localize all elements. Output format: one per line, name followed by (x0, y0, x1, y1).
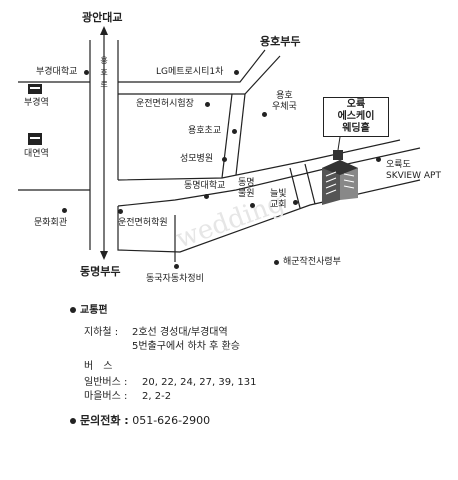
marker-dot (293, 200, 298, 205)
label-yongho-elementary: 용호초교 (188, 126, 222, 136)
label-lg-metro: LG메트로시티1차 (156, 67, 224, 77)
label-yongho-road-3: 로 (100, 80, 108, 89)
marker-dot (274, 260, 279, 265)
label-gwangan-bridge: 광안대교 (82, 11, 123, 24)
village-bus-label: 마을버스 : (84, 391, 128, 402)
wedding-hall-name: 오륙 에스케이 웨딩홀 (323, 97, 389, 137)
general-bus-label: 일반버스 : (84, 377, 128, 388)
label-dongguk-car: 동국자동차정비 (146, 274, 204, 284)
general-bus-numbers: 20, 22, 24, 27, 39, 131 (142, 377, 257, 388)
label-yongho-wharf: 용호부두 (260, 35, 301, 48)
village-bus-numbers: 2, 2-2 (142, 391, 172, 402)
label-neunbit-church: 늘빛 교회 (270, 189, 287, 211)
road (235, 93, 246, 176)
arrow-down-icon (100, 251, 108, 260)
bus-label: 버 스 (84, 361, 113, 372)
label-seongmo-hospital: 성모병원 (180, 154, 214, 164)
traffic-heading: 교통편 (70, 304, 108, 317)
bullet-icon (70, 418, 76, 424)
road (289, 167, 301, 209)
hall-name-line: 오륙 (346, 99, 366, 110)
label-driving-school-2: 운전면허학원 (118, 218, 168, 228)
label-line: 동명 (238, 178, 255, 188)
marker-dot (232, 129, 237, 134)
road (221, 93, 233, 179)
marker-dot (205, 102, 210, 107)
wedding-hall-building-icon (322, 123, 358, 205)
road (304, 163, 316, 205)
phone-row: 문의전화 : 051-626-2900 (70, 414, 210, 427)
hall-name-line: 웨딩홀 (342, 123, 370, 134)
marker-dot (118, 209, 123, 214)
label-navy-command: 해군작전사령부 (283, 257, 341, 267)
label-dongmyeong-wharf: 동명부두 (80, 265, 121, 278)
label-yongho-road-2: 호 (100, 68, 108, 77)
label-pukyong-univ: 부경대학교 (36, 67, 78, 77)
traffic-title: 교통편 (80, 305, 108, 316)
road (118, 49, 266, 83)
arrow-up-icon (100, 26, 108, 35)
hall-name-line: 에스케이 (337, 111, 375, 122)
marker-dot (84, 70, 89, 75)
label-pukyong-station: 부경역 (24, 98, 49, 108)
location-map: wedding 광안대교 부경대학교 부경역 대연역 용 호 로 LG메트로시티… (18, 11, 441, 284)
label-tongmyong-hall: 동명 불원 (238, 178, 255, 200)
subway-line1: 2호선 경성대/부경대역 (132, 327, 228, 338)
bullet-icon (70, 307, 76, 313)
label-yongho-post: 용호 우체국 (272, 91, 297, 113)
subway-pukyong-icon (28, 84, 42, 94)
subway-daeyeon-icon (28, 133, 42, 145)
label-skview: SKVIEW APT (386, 171, 441, 181)
label-culture-hall: 문화회관 (34, 218, 68, 228)
marker-dot (234, 70, 239, 75)
label-oryukdo: 오륙도 (386, 160, 411, 170)
road-diagonal (117, 139, 401, 181)
road-network: wedding (18, 26, 421, 262)
marker-dot (222, 157, 227, 162)
marker-dot (174, 264, 179, 269)
label-line: 교회 (270, 200, 287, 210)
marker-dot (376, 157, 381, 162)
marker-dot (262, 112, 267, 117)
label-line: 용호 (276, 91, 293, 101)
label-line: 불원 (238, 189, 255, 199)
marker-dot (62, 208, 67, 213)
phone-number: 051-626-2900 (132, 414, 211, 427)
label-line: 늘빛 (270, 189, 287, 199)
label-driving-school-1: 운전면허시험장 (136, 99, 194, 109)
road-diagonal (117, 147, 421, 207)
subway-label: 지하철 : (84, 327, 119, 338)
subway-line2: 5번출구에서 하차 후 환승 (132, 341, 240, 352)
phone-title: 문의전화 : (80, 414, 129, 427)
label-daeyeon-station: 대연역 (24, 149, 49, 159)
marker-dot (250, 203, 255, 208)
label-line: 우체국 (272, 102, 297, 112)
marker-dot (204, 194, 209, 199)
label-yongho-road-1: 용 (100, 56, 108, 65)
label-tongmyong-univ: 동명대학교 (184, 181, 226, 191)
